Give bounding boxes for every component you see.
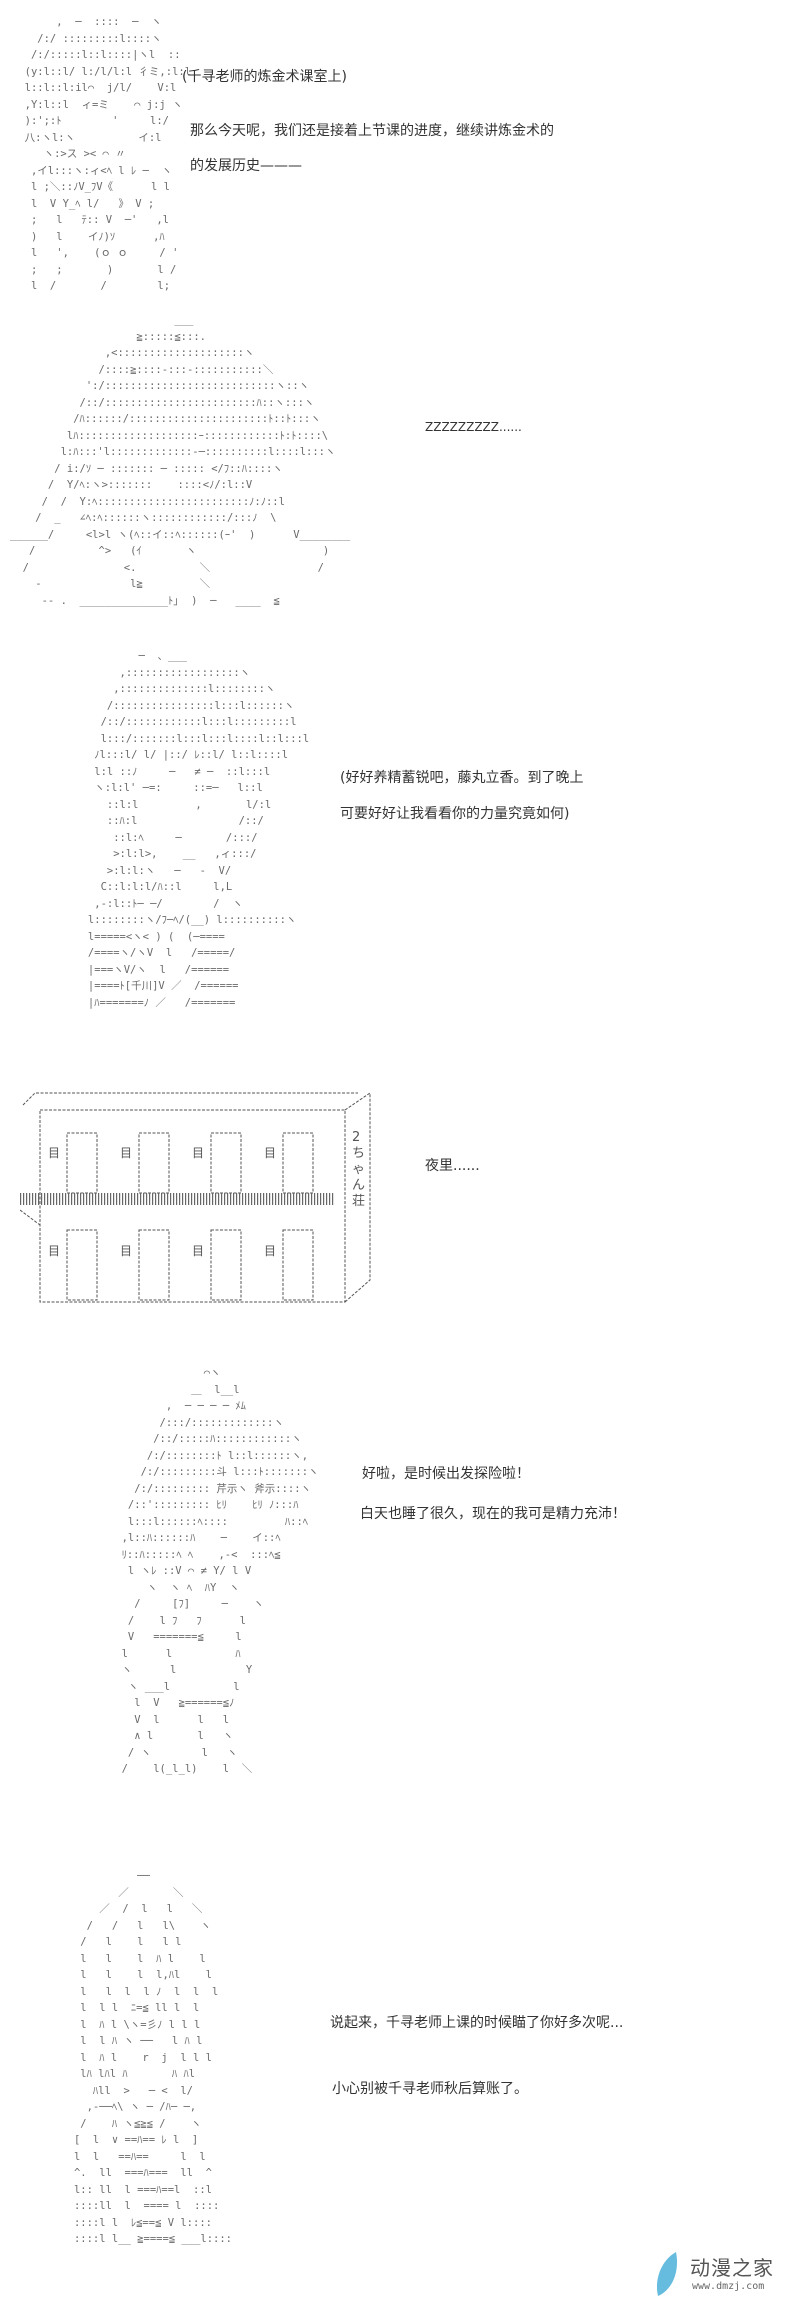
dialogue-line: 好啦，是时候出发探险啦！ [362,1466,530,1482]
svg-text:目: 目 [192,1244,204,1258]
dialogue-line: 那么今天呢，我们还是接着上节课的进度，继续讲炼金术的 [190,123,554,139]
dmzj-watermark: 动漫之家 www.dmzj.com [650,2248,795,2303]
svg-text:目: 目 [120,1146,132,1160]
apartment-building-drawing: 目目目目 目目目目 [20,1092,371,1303]
snore-text: ZZZZZZZZZ...... [425,420,522,434]
dialogue-line: 白天也睡了很久，现在的我可是精力充沛！ [360,1506,626,1522]
dialogue-line: 小心别被千寻老师秋后算账了。 [332,2081,528,2097]
thought-line: 可要好好让我看看你的力量究竟如何) [340,806,570,822]
dialogue-line: 说起来，千寻老师上课的时候瞄了你好多次呢... [330,2015,624,2031]
watermark-url: www.dmzj.com [692,2281,765,2292]
ascii-art-character-excited: ⌒ヽ ＿ l__l , ─ ─ ─ ─ ﾒﾑ /:::/::::::::::::… [121,1367,319,1775]
narration-caption: (千寻老师的炼金术课室上) [182,69,347,85]
svg-text:目: 目 [264,1146,276,1160]
svg-text:目: 目 [264,1244,276,1258]
feather-logo-icon [656,2252,678,2296]
watermark-brand: 动漫之家 [690,2256,774,2280]
ascii-art-sleeping-student: ___ ≧:::::≦:::. ,<::::::::::::::::::::ヽ … [10,314,351,607]
dialogue-line: 的发展历史——— [190,158,302,174]
building-sign: 2ちゃん荘 [352,1130,366,1209]
svg-text:目: 目 [120,1244,132,1258]
thought-line: (好好养精蓄锐吧，藤丸立香。到了晚上 [340,770,584,786]
svg-text:目: 目 [192,1146,204,1160]
ascii-art-character-thinking: ─ 、___ ,::::::::::::::::::ヽ ,:::::::::::… [87,650,310,1009]
ascii-art-character-companion: ── ／ ＼ ／ / l l ＼ / / l l\ ヽ / l l l l l … [73,1870,233,2245]
ascii-art-chihiro-teacher: , ─ :::: ─ ヽ /:/ :::::::::l::::ヽ /:/::::… [24,16,192,292]
narration-night: 夜里...... [425,1158,480,1174]
svg-text:目: 目 [48,1244,60,1258]
svg-text:目: 目 [48,1146,60,1160]
